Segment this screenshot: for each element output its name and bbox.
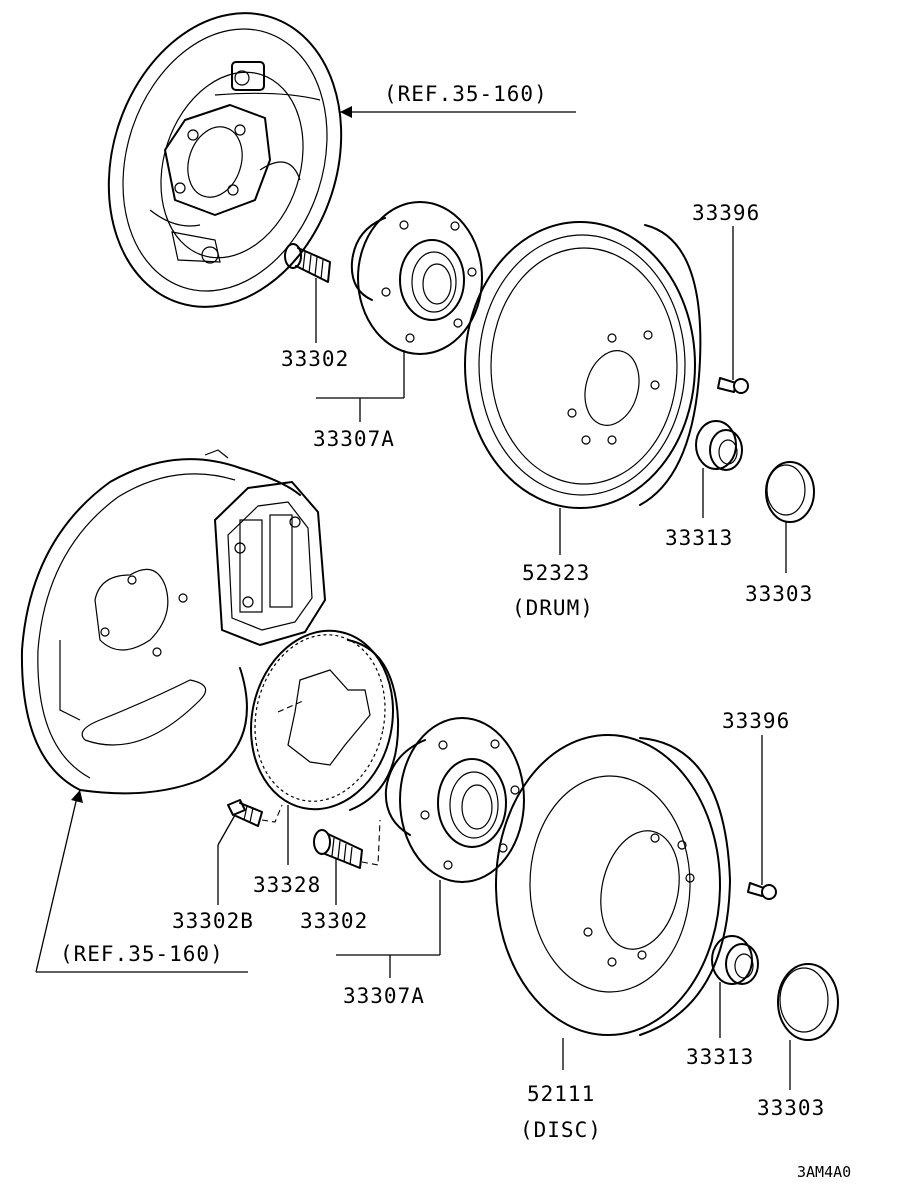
brake-caliper: [214, 481, 326, 646]
ref-pointer-top: [340, 106, 576, 118]
label-33302-bottom: 33302: [300, 909, 368, 933]
label-33313-top: 33313: [665, 526, 733, 550]
small-screw-top: [717, 377, 749, 394]
figure-code: 3AM4A0: [797, 1163, 851, 1181]
ref-pointer-bottom: [35, 790, 248, 973]
label-33303-bottom: 33303: [757, 1096, 825, 1120]
label-52323: 52323: [522, 561, 590, 585]
label-33328: 33328: [253, 873, 321, 897]
wheel-hub-top: [350, 201, 483, 355]
hub-bolt-top: [284, 243, 331, 283]
label-33307A-bottom: 33307A: [343, 984, 425, 1008]
alignment-dashes: [261, 699, 381, 866]
small-screw-bottom: [747, 882, 777, 900]
label-33396-top: 33396: [692, 201, 760, 225]
hub-bolt-bottom: [313, 829, 363, 869]
label-33302B: 33302B: [172, 909, 254, 933]
label-drum: (DRUM): [512, 596, 594, 620]
hub-nut-top: [695, 420, 743, 471]
label-33313-bottom: 33313: [686, 1045, 754, 1069]
wheel-hub-bottom: [384, 717, 525, 883]
abs-rotor-ring: [250, 629, 400, 811]
label-33396-bottom: 33396: [722, 709, 790, 733]
drum-brake-backing-plate: [107, 12, 343, 308]
label-disc: (DISC): [520, 1118, 602, 1142]
label-33307A-top: 33307A: [313, 427, 395, 451]
brake-drum: [464, 221, 702, 509]
label-52111: 52111: [527, 1082, 595, 1106]
brake-disc-rotor: [495, 734, 731, 1036]
ref-label-bottom: (REF.35-160): [60, 942, 224, 966]
leaders-bottom: [217, 735, 791, 1090]
ref-label-top: (REF.35-160): [384, 82, 548, 106]
hub-cap-top: [765, 461, 815, 523]
label-33302-top: 33302: [281, 347, 349, 371]
label-33303-top: 33303: [745, 582, 813, 606]
caliper-bolt: [227, 799, 263, 827]
hub-nut-bottom: [711, 935, 759, 985]
hub-cap-bottom: [777, 963, 839, 1041]
leaders-top: [315, 226, 787, 573]
disc-dust-shield: [20, 449, 301, 795]
